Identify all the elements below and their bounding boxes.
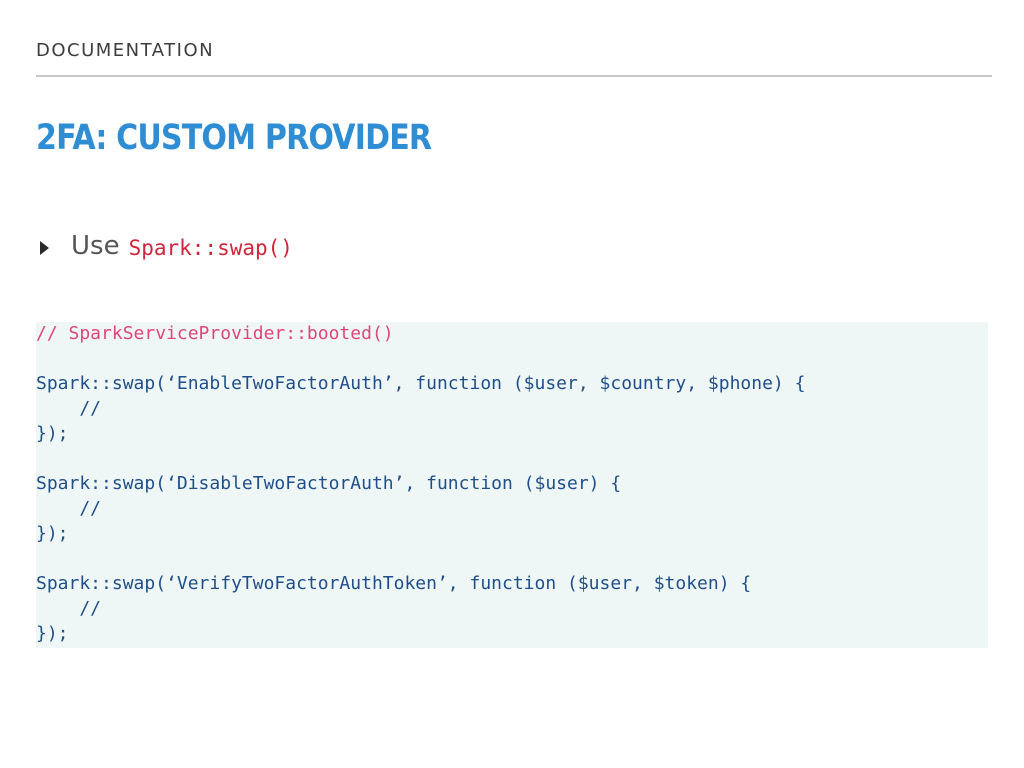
code-line: Spark::swap(‘DisableTwoFactorAuth’, func…: [36, 473, 622, 494]
bullet-item: Use Spark::swap(): [40, 226, 293, 266]
header-divider: [36, 75, 992, 77]
code-line: Spark::swap(‘VerifyTwoFactorAuthToken’, …: [36, 573, 752, 594]
code-line: //: [36, 498, 102, 519]
code-line: //: [36, 598, 102, 619]
bullet-text: Use: [71, 231, 120, 261]
slide-title: 2FA: CUSTOM PROVIDER: [36, 118, 432, 158]
inline-code: Spark::swap(): [128, 236, 293, 260]
triangle-bullet-icon: [40, 241, 49, 255]
code-block: // SparkServiceProvider::booted() Spark:…: [36, 322, 988, 648]
code-line: });: [36, 623, 69, 644]
code-line: });: [36, 523, 69, 544]
section-label: DOCUMENTATION: [36, 40, 215, 61]
code-line: //: [36, 398, 102, 419]
code-comment-line: // SparkServiceProvider::booted(): [36, 323, 394, 344]
code-line: Spark::swap(‘EnableTwoFactorAuth’, funct…: [36, 373, 806, 394]
code-line: });: [36, 423, 69, 444]
